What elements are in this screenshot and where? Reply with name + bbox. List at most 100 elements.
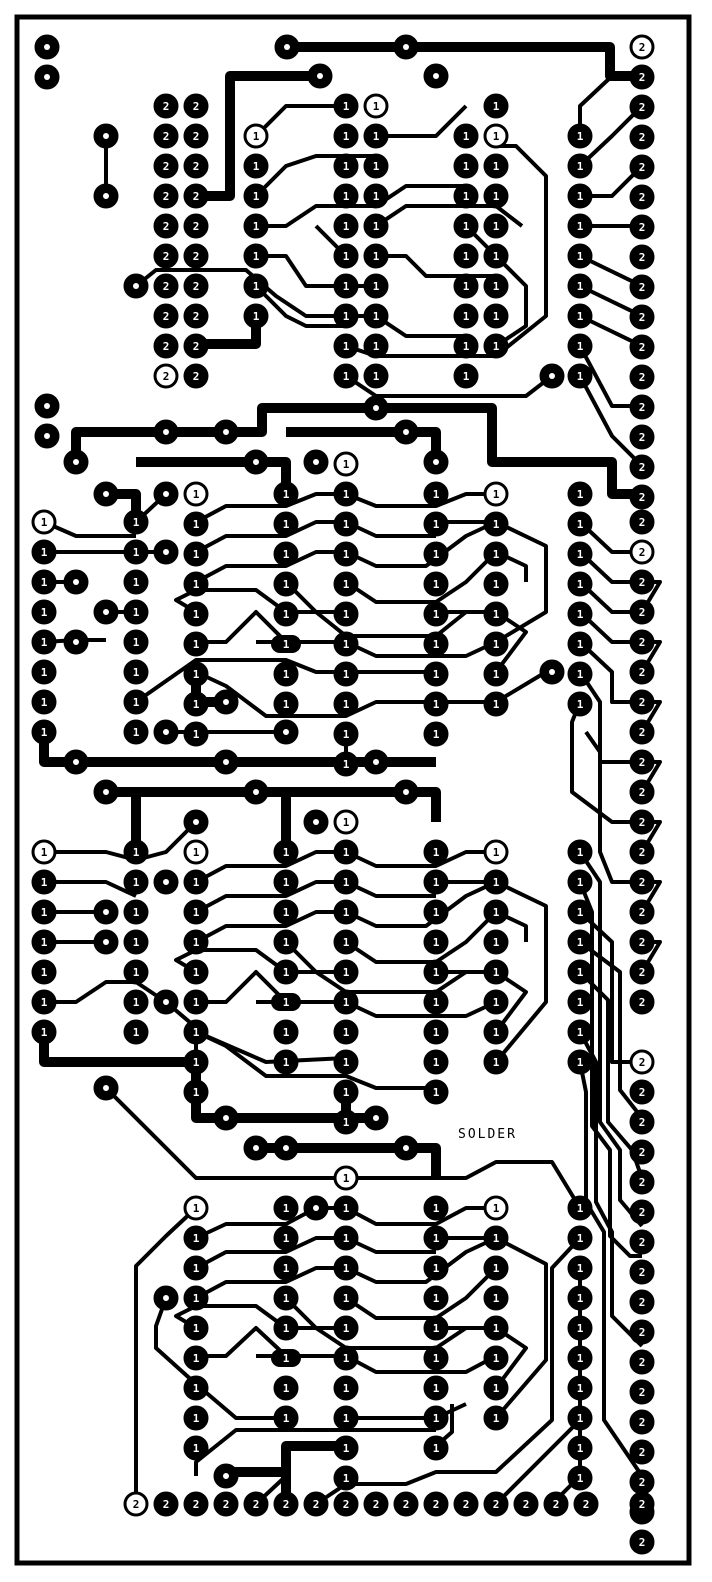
pad-pin2: 2 [629, 659, 655, 685]
pad-pin1: 1 [423, 899, 449, 925]
pad-pin2: 2 [629, 929, 655, 955]
pad-label: 1 [193, 698, 200, 711]
pad-pin2: 2 [629, 509, 655, 535]
pad-label: 1 [493, 876, 500, 889]
pad-label: 1 [283, 1262, 290, 1275]
pad-label: 1 [343, 638, 350, 651]
pad-label: 1 [493, 698, 500, 711]
pad-label: 1 [577, 370, 584, 383]
pad-label: 1 [41, 576, 48, 589]
pad-label: 2 [193, 1498, 200, 1511]
via-pad [63, 569, 89, 595]
pad-pin1: 1 [183, 1285, 209, 1311]
pad-pin2: 2 [629, 1469, 655, 1495]
pad-label: 1 [433, 518, 440, 531]
pad-label: 2 [639, 966, 646, 979]
via-pad [63, 749, 89, 775]
pad-pin1: 1 [423, 1225, 449, 1251]
pad-label: 1 [493, 1382, 500, 1395]
pad-pin1: 1 [363, 273, 389, 299]
pad-pin1: 1 [333, 153, 359, 179]
pad-label: 1 [193, 1352, 200, 1365]
pad-label: 1 [193, 608, 200, 621]
pad-pin1: 1 [423, 481, 449, 507]
pad-pin1: 1 [483, 1315, 509, 1341]
via-pad [273, 719, 299, 745]
pad-label: 2 [639, 1498, 646, 1511]
pad-pin1: 1 [567, 1375, 593, 1401]
pad-label: 2 [193, 220, 200, 233]
pad-label: 1 [193, 1442, 200, 1455]
pad-label: 2 [639, 576, 646, 589]
pad-pin1: 1 [31, 629, 57, 655]
pad-pin1: 1 [333, 273, 359, 299]
pad-label: 1 [373, 340, 380, 353]
pad-label: 2 [639, 696, 646, 709]
pad-label: 1 [493, 1352, 500, 1365]
pad-pin1: 1 [453, 243, 479, 269]
pad-label: 1 [343, 1322, 350, 1335]
pad-pin1: 1 [567, 691, 593, 717]
pad-label: 2 [639, 516, 646, 529]
pad-label: 2 [583, 1498, 590, 1511]
pad-pin2: 2 [629, 1289, 655, 1315]
pad-label: 1 [343, 1262, 350, 1275]
pad-pin1: 1 [567, 1405, 593, 1431]
pad-label: 2 [639, 1296, 646, 1309]
pad-pin2: 2 [629, 809, 655, 835]
pad-label: 1 [193, 638, 200, 651]
pad-label: 1 [343, 1086, 350, 1099]
pad-pin1: 1 [333, 213, 359, 239]
pad-label: 1 [577, 996, 584, 1009]
pad-pin1: 1 [483, 481, 509, 507]
pad-label: 1 [343, 1472, 350, 1485]
pad-pin1: 1 [363, 183, 389, 209]
via-pad [93, 183, 119, 209]
pad-pin1: 1 [423, 959, 449, 985]
pad-label: 1 [577, 638, 584, 651]
pad-label: 1 [193, 578, 200, 591]
pad-label: 2 [193, 310, 200, 323]
pad-label: 1 [433, 608, 440, 621]
pad-label: 1 [577, 518, 584, 531]
pad-label: 1 [41, 846, 48, 859]
pad-pin1: 1 [567, 213, 593, 239]
pad-pin1: 1 [273, 869, 299, 895]
via-pad [393, 1135, 419, 1161]
pad-pin1: 1 [567, 183, 593, 209]
pad-pin2: 2 [573, 1491, 599, 1517]
pad-pin2: 2 [153, 213, 179, 239]
pad-label: 2 [639, 1536, 646, 1549]
via-pad [393, 34, 419, 60]
pad-pin1: 1 [333, 333, 359, 359]
pad-label: 1 [343, 548, 350, 561]
pad-pin1: 1 [483, 1285, 509, 1311]
pad-label: 1 [577, 1442, 584, 1455]
pad-pin2: 2 [629, 34, 655, 60]
pad-pin1: 1 [333, 1109, 359, 1135]
pad-pin1: 1 [567, 1435, 593, 1461]
pad-pin1: 1 [453, 333, 479, 359]
pad-pin1: 1 [183, 1079, 209, 1105]
pad-label: 1 [193, 488, 200, 501]
via-pad [153, 419, 179, 445]
pad-label: 2 [373, 1498, 380, 1511]
pad-pin1: 1 [183, 1255, 209, 1281]
pad-pin2: 2 [183, 93, 209, 119]
pad-pin1: 1 [243, 123, 269, 149]
pad-pin1: 1 [567, 1255, 593, 1281]
via-pad [93, 599, 119, 625]
pad-label: 1 [577, 1292, 584, 1305]
pad-pin1: 1 [423, 1049, 449, 1075]
pad-pin1: 1 [483, 1195, 509, 1221]
pad-pin1: 1 [483, 213, 509, 239]
pad-label: 1 [493, 608, 500, 621]
pad-label: 2 [163, 1498, 170, 1511]
pad-label: 1 [283, 668, 290, 681]
pad-label: 2 [193, 100, 200, 113]
pad-label: 1 [433, 966, 440, 979]
pad-label: 1 [577, 280, 584, 293]
pad-pin1: 1 [483, 1019, 509, 1045]
pad-pin1: 1 [333, 1195, 359, 1221]
pad-pin1: 1 [567, 1049, 593, 1075]
